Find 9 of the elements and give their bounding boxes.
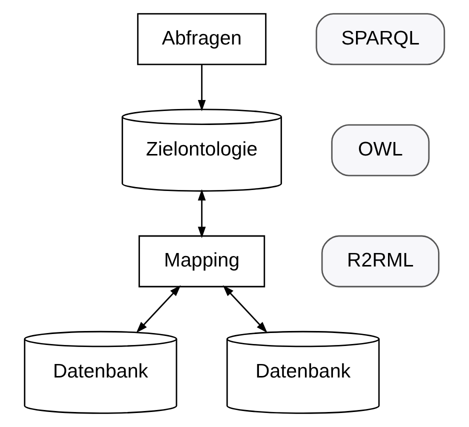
node-box: SPARQL: [316, 13, 446, 66]
node-box: OWL: [331, 124, 430, 176]
arrow: [198, 189, 206, 238]
arrow: [222, 285, 268, 333]
arrow: [198, 64, 206, 112]
arrow: [136, 285, 181, 333]
node-box: Abfragen: [137, 13, 266, 66]
node-box: R2RML: [321, 235, 440, 288]
node-box: Mapping: [138, 235, 266, 288]
